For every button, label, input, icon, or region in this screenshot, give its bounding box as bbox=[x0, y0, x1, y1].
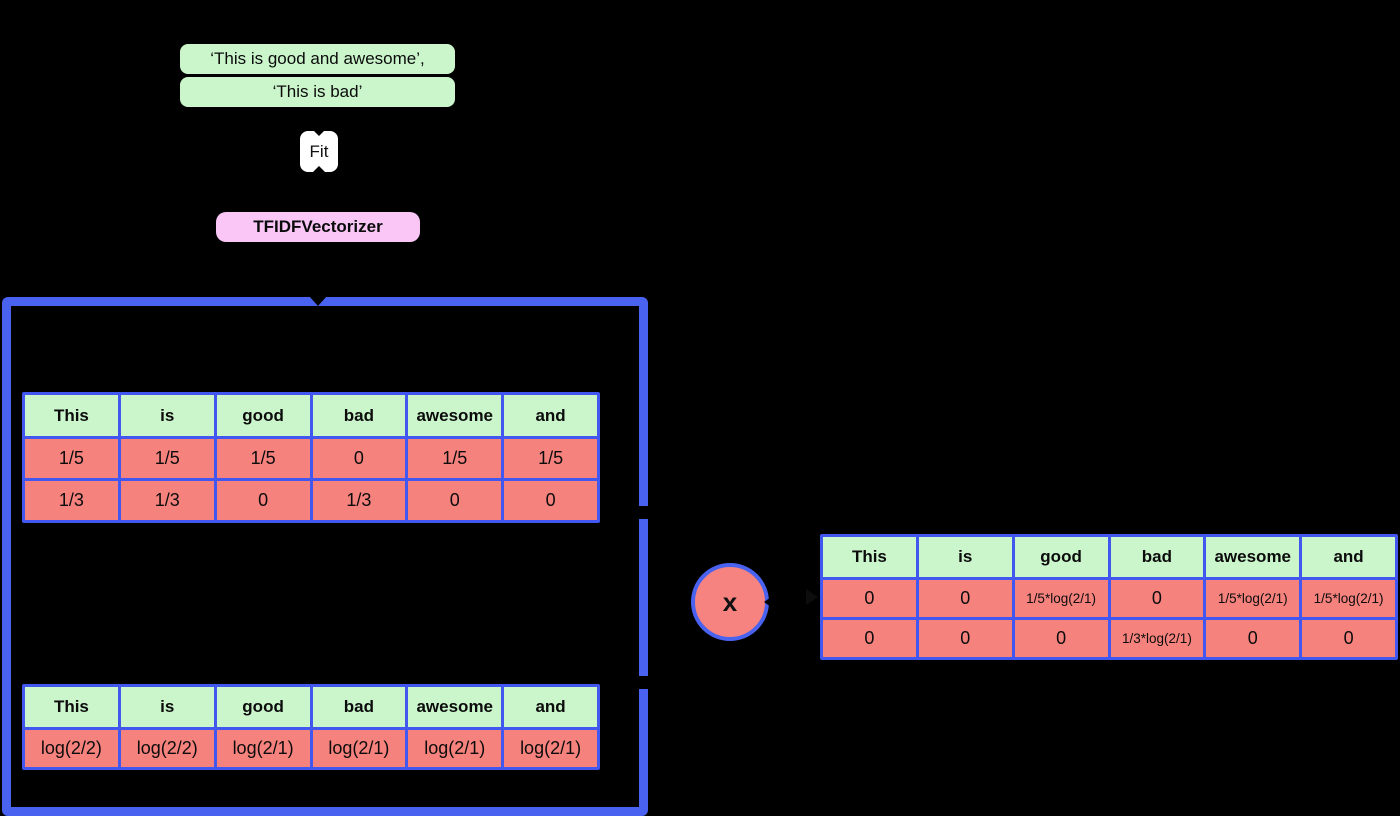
result-value-cell: 0 bbox=[1206, 620, 1300, 657]
fit-arrow-label: Fit bbox=[300, 131, 338, 172]
tf-header-cell: bad bbox=[312, 395, 406, 436]
tf-value-cell: 1/5 bbox=[120, 439, 214, 478]
fit-arrow-notch-bottom bbox=[313, 166, 325, 172]
tf-value-cell: 1/5 bbox=[216, 439, 310, 478]
fit-arrow-notch-top bbox=[313, 130, 325, 136]
tf-table: This is good bad awesome and 1/5 1/5 1/5… bbox=[22, 392, 600, 523]
idf-table: This is good bad awesome and log(2/2) lo… bbox=[22, 684, 600, 770]
result-header-cell: awesome bbox=[1206, 537, 1300, 577]
tf-header-cell: This bbox=[25, 395, 118, 436]
tf-header-cell: and bbox=[504, 395, 597, 436]
tf-value-cell: 0 bbox=[312, 439, 406, 478]
result-header-cell: bad bbox=[1110, 537, 1204, 577]
circle-to-result-line bbox=[769, 600, 809, 603]
result-value-cell: 0 bbox=[823, 580, 916, 617]
tf-value-cell: 1/5 bbox=[504, 439, 597, 478]
result-value-cell: 0 bbox=[1110, 580, 1204, 617]
panel-border-gap-top bbox=[635, 506, 651, 519]
tfidf-vectorizer-box: TFIDFVectorizer bbox=[216, 212, 420, 242]
idf-header-cell: is bbox=[120, 687, 214, 727]
idf-value-cell: log(2/1) bbox=[408, 730, 502, 767]
tf-value-cell: 0 bbox=[504, 481, 597, 520]
result-value-cell: 0 bbox=[1302, 620, 1395, 657]
document-box-2: ‘This is bad’ bbox=[180, 77, 455, 107]
result-value-cell: 1/5*log(2/1) bbox=[1014, 580, 1108, 617]
tf-value-cell: 0 bbox=[408, 481, 502, 520]
idf-header-cell: awesome bbox=[408, 687, 502, 727]
tf-value-cell: 0 bbox=[216, 481, 310, 520]
result-value-cell: 1/5*log(2/1) bbox=[1206, 580, 1300, 617]
result-value-cell: 1/5*log(2/1) bbox=[1302, 580, 1395, 617]
result-value-cell: 0 bbox=[918, 620, 1012, 657]
panel-border-gap-bottom bbox=[635, 676, 651, 689]
idf-header-cell: good bbox=[216, 687, 310, 727]
tf-header-cell: good bbox=[216, 395, 310, 436]
result-header-cell: This bbox=[823, 537, 916, 577]
vectorizer-to-panel-line bbox=[317, 243, 320, 297]
tf-value-cell: 1/5 bbox=[408, 439, 502, 478]
tf-header-cell: awesome bbox=[408, 395, 502, 436]
result-header-cell: and bbox=[1302, 537, 1395, 577]
tf-value-cell: 1/3 bbox=[312, 481, 406, 520]
idf-value-cell: log(2/1) bbox=[312, 730, 406, 767]
tf-value-cell: 1/3 bbox=[120, 481, 214, 520]
tf-value-cell: 1/3 bbox=[25, 481, 118, 520]
circle-notch bbox=[764, 597, 771, 607]
result-value-cell: 0 bbox=[1014, 620, 1108, 657]
multiply-circle: x bbox=[691, 563, 769, 641]
tf-value-cell: 1/5 bbox=[25, 439, 118, 478]
idf-value-cell: log(2/2) bbox=[120, 730, 214, 767]
panel-arrowhead-icon bbox=[309, 296, 327, 306]
idf-value-cell: log(2/2) bbox=[25, 730, 118, 767]
document-box-1: ‘This is good and awesome’, bbox=[180, 44, 455, 74]
idf-value-cell: log(2/1) bbox=[504, 730, 597, 767]
idf-header-cell: This bbox=[25, 687, 118, 727]
tfidf-result-table: This is good bad awesome and 0 0 1/5*log… bbox=[820, 534, 1398, 660]
result-value-cell: 0 bbox=[823, 620, 916, 657]
result-value-cell: 1/3*log(2/1) bbox=[1110, 620, 1204, 657]
idf-value-cell: log(2/1) bbox=[216, 730, 310, 767]
brace-to-circle-line bbox=[651, 600, 691, 603]
result-header-cell: is bbox=[918, 537, 1012, 577]
tf-header-cell: is bbox=[120, 395, 214, 436]
result-value-cell: 0 bbox=[918, 580, 1012, 617]
idf-header-cell: and bbox=[504, 687, 597, 727]
result-arrowhead-icon bbox=[806, 589, 818, 605]
idf-header-cell: bad bbox=[312, 687, 406, 727]
result-header-cell: good bbox=[1014, 537, 1108, 577]
